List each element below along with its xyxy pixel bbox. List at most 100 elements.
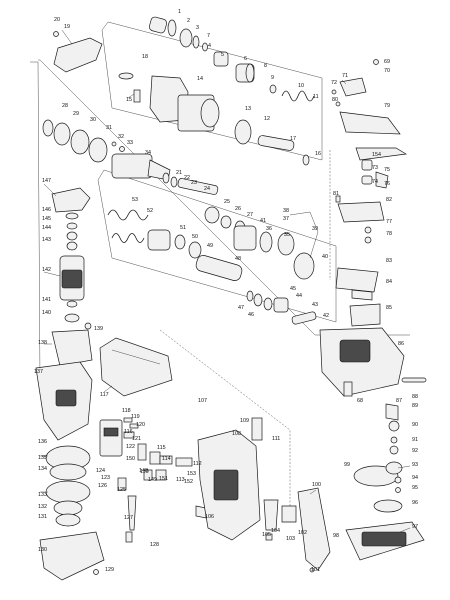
callout-130: 130 [38,547,47,553]
callout-50: 50 [192,234,198,240]
callout-94: 94 [412,475,418,481]
callout-96: 96 [412,500,418,506]
callout-88: 88 [412,394,418,400]
callout-128: 128 [150,542,159,548]
callout-15: 15 [126,97,132,103]
callout-8: 8 [264,63,267,69]
callout-14: 14 [197,76,203,82]
callout-2: 2 [187,18,190,24]
callout-46: 46 [248,312,254,318]
callout-53: 53 [132,197,138,203]
callout-79: 79 [384,103,390,109]
callout-90: 90 [412,422,418,428]
callout-109: 109 [240,418,249,424]
motor-assembly [35,187,93,441]
callout-119: 119 [131,414,140,420]
callout-48: 48 [235,256,241,262]
callout-16: 16 [315,151,321,157]
callout-87: 87 [396,398,402,404]
callout-77: 77 [386,219,392,225]
callout-125: 125 [117,487,126,493]
callout-122: 122 [126,444,135,450]
callout-74: 74 [372,179,378,185]
callout-121: 121 [132,436,141,442]
callout-137: 137 [34,369,43,375]
callout-19: 19 [64,24,70,30]
callout-40: 40 [322,254,328,260]
callout-89: 89 [412,403,418,409]
callout-104: 104 [271,528,280,534]
callout-100: 100 [312,482,321,488]
callout-127: 127 [124,515,133,521]
callout-69: 69 [384,59,390,65]
callout-132: 132 [38,504,47,510]
dust-cover [53,31,103,73]
callout-24: 24 [204,186,210,192]
callout-113: 113 [176,477,185,483]
callout-131: 131 [38,514,47,520]
callout-92: 92 [412,448,418,454]
callout-20: 20 [54,17,60,23]
callout-111: 111 [272,436,280,442]
callout-36: 36 [266,226,272,232]
callout-123: 123 [101,475,110,481]
callout-78: 78 [386,231,392,237]
callout-97: 97 [412,524,418,530]
switch-parts [99,417,207,543]
callout-149: 149 [148,477,157,483]
callout-129: 129 [105,567,114,573]
callout-7: 7 [207,33,210,39]
callout-25: 25 [224,199,230,205]
callout-30: 30 [90,117,96,123]
callout-37: 37 [283,216,289,222]
callout-152: 152 [184,479,193,485]
callout-116: 116 [124,429,133,435]
callout-112: 112 [193,461,202,467]
callout-44: 44 [296,293,302,299]
callout-84: 84 [386,279,392,285]
callout-108: 108 [232,431,241,437]
callout-91: 91 [412,437,418,443]
callout-47: 47 [238,305,244,311]
callout-138: 138 [38,340,47,346]
callout-6: 6 [244,56,247,62]
callout-41: 41 [260,218,266,224]
housing-cover [99,337,173,397]
callout-126: 126 [98,483,107,489]
callout-5: 5 [221,52,224,58]
callout-51: 51 [180,225,186,231]
callout-142: 142 [42,267,51,273]
callout-110: 110 [140,469,149,475]
callout-42: 42 [323,313,329,319]
callout-95: 95 [412,485,418,491]
callout-22: 22 [184,175,190,181]
callout-120: 120 [136,422,145,428]
callout-12: 12 [264,116,270,122]
callout-71: 71 [342,73,348,79]
leader-lines [40,29,411,533]
callout-99: 99 [344,462,350,468]
callout-49: 49 [207,243,213,249]
right-column-parts [319,59,427,561]
callout-21: 21 [176,170,182,176]
callout-133: 133 [38,492,47,498]
callout-106: 106 [205,514,214,520]
callout-73: 73 [372,165,378,171]
callout-93: 93 [412,462,418,468]
callout-143: 143 [42,237,51,243]
callout-136: 136 [38,439,47,445]
callout-139: 139 [94,326,103,332]
spindle-assembly [107,172,319,281]
callout-151: 151 [159,476,168,482]
callout-76: 76 [384,181,390,187]
callout-75: 75 [384,167,390,173]
callout-3: 3 [196,25,199,31]
callout-29: 29 [73,111,79,117]
callout-146: 146 [42,207,51,213]
callout-17: 17 [290,136,296,142]
callout-145: 145 [42,216,51,222]
callout-115: 115 [157,445,166,451]
callout-13: 13 [245,106,251,112]
callout-72: 72 [331,80,337,86]
callout-135: 135 [38,455,47,461]
